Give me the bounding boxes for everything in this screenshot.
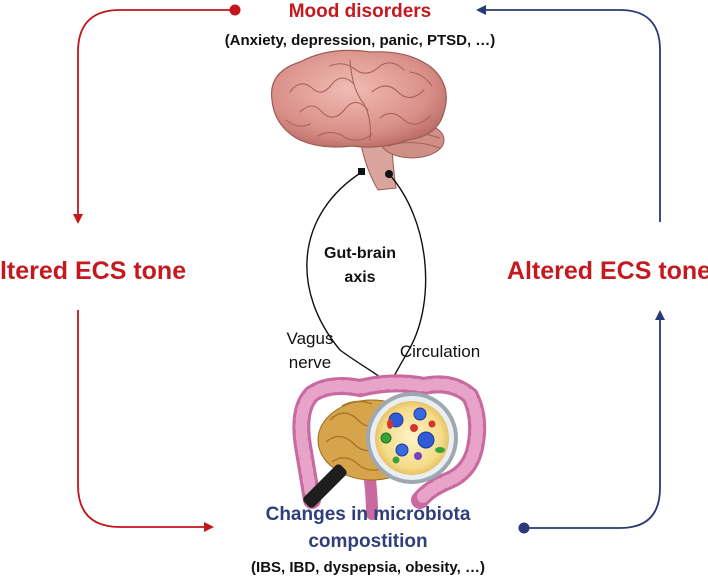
- altered-ecs-tone-left: Altered ECS tone: [0, 257, 186, 285]
- vagus-nerve-label-line1: Vagus: [287, 329, 334, 348]
- gut-brain-axis-lines: [306, 168, 427, 384]
- circulation-line: [388, 173, 427, 381]
- gut-brain-axis-label-line1: Gut-brain: [324, 245, 396, 262]
- mood-disorders-examples: (Anxiety, depression, panic, PTSD, …): [225, 32, 496, 49]
- red-arrow-bottom-left: [77, 310, 214, 532]
- red-cycle-arrows: [73, 4, 241, 532]
- microbiota-changes-examples: (IBS, IBD, dyspepsia, obesity, …): [251, 559, 485, 576]
- brain-illustration: [270, 49, 447, 191]
- microbiota-changes-title-line2: compostition: [308, 531, 427, 552]
- red-arrow-start-dot: [229, 4, 241, 16]
- red-arrow-top-left: [73, 9, 235, 224]
- blue-arrow-start-dot: [518, 522, 530, 534]
- mood-disorders-title: Mood disorders: [289, 1, 432, 22]
- blue-cycle-arrows: [476, 5, 665, 534]
- altered-ecs-tone-right: Altered ECS tone: [507, 257, 708, 285]
- microbiota-changes-title-line1: Changes in microbiota: [266, 504, 471, 525]
- microbes-in-lens: [380, 407, 445, 464]
- blue-arrow-top-right: [476, 5, 661, 222]
- blue-arrow-bottom-right: [524, 310, 665, 529]
- circulation-label: Circulation: [400, 342, 480, 361]
- magnifying-glass-microbes: [303, 392, 458, 508]
- vagus-nerve-line: [306, 171, 385, 381]
- gut-brain-axis-label-line2: axis: [344, 269, 375, 286]
- vagus-nerve-label-line2: nerve: [289, 353, 332, 372]
